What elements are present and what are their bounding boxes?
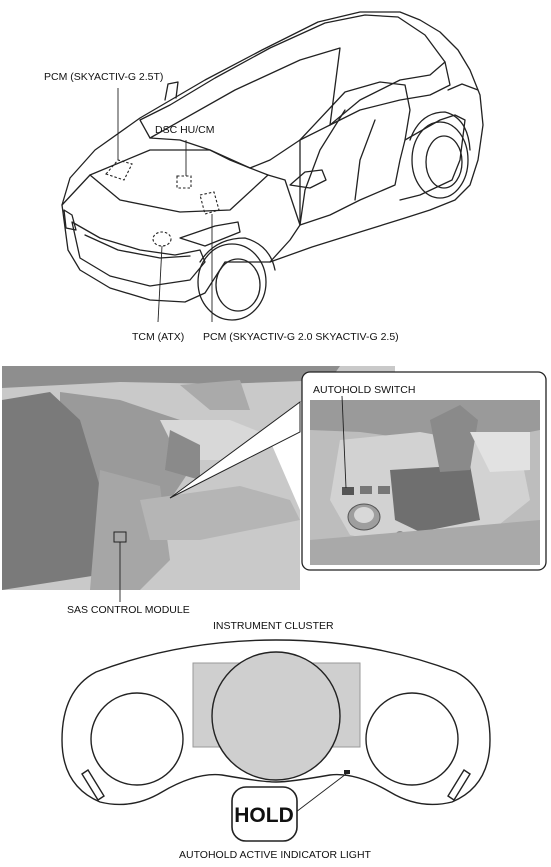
autohold-indicator-marker	[344, 770, 350, 774]
label-instrument-cluster: INSTRUMENT CLUSTER	[213, 620, 334, 632]
label-pcm-25t: PCM (SKYACTIV-G 2.5T)	[44, 71, 163, 83]
autohold-detail-callout	[169, 371, 547, 571]
autohold-switch-marker	[342, 487, 354, 495]
hold-indicator-icon	[231, 786, 298, 842]
pcm-20-25-marker	[199, 191, 220, 215]
label-pcm-20-25: PCM (SKYACTIV-G 2.0 SKYACTIV-G 2.5)	[203, 331, 399, 343]
instrument-cluster-illustration	[61, 639, 491, 806]
label-tcm-atx: TCM (ATX)	[132, 331, 184, 343]
hold-indicator-text: HOLD	[234, 804, 294, 827]
right-gauge	[365, 692, 459, 786]
label-sas-control-module: SAS CONTROL MODULE	[67, 604, 190, 616]
left-gauge	[90, 692, 184, 786]
vehicle-illustration	[61, 11, 484, 321]
pcm-25t-marker	[105, 159, 133, 181]
tcm-atx-marker	[152, 231, 172, 247]
label-autohold-active-indicator-light: AUTOHOLD ACTIVE INDICATOR LIGHT	[179, 849, 372, 861]
component-markers	[105, 159, 220, 247]
label-autohold-switch: AUTOHOLD SWITCH	[313, 384, 415, 396]
right-indicator-slot	[447, 769, 471, 801]
dsc-hu-cm-marker	[176, 175, 192, 189]
center-gauge	[211, 651, 341, 781]
leader-lines-vehicle	[117, 88, 213, 323]
label-dsc-hu-cm: DSC HU/CM	[155, 124, 215, 136]
left-indicator-slot	[81, 769, 105, 801]
leader-hold-indicator	[295, 773, 347, 813]
